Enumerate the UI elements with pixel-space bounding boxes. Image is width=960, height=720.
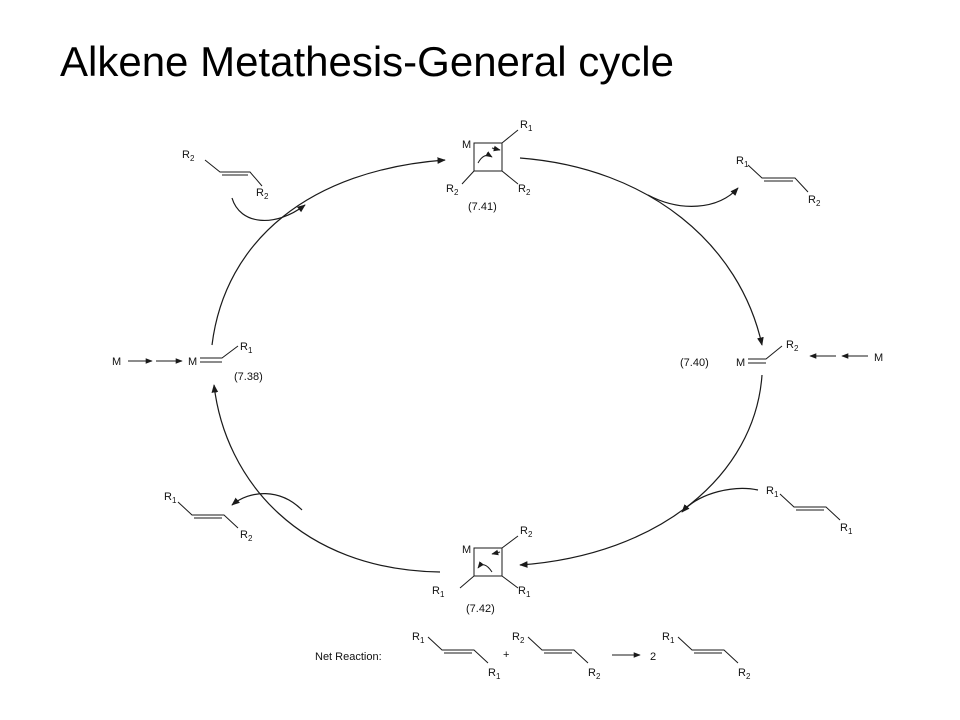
r-label: R — [446, 183, 454, 195]
side-arrows — [231, 187, 759, 513]
sub-label: 1 — [526, 590, 531, 599]
compound-number-738: (7.38) — [234, 371, 263, 383]
sub-label: 2 — [794, 344, 799, 353]
sub-label: 1 — [248, 346, 253, 355]
r-label: R — [766, 485, 774, 497]
alkene-out-top-arrow — [647, 187, 739, 207]
metal-label: M — [462, 544, 471, 556]
alkene-in-bottom-arrow — [681, 487, 759, 513]
sub-label: 1 — [774, 490, 779, 499]
sub-label: 2 — [190, 154, 195, 163]
sub-label: 2 — [528, 530, 533, 539]
sub-label: 1 — [848, 527, 853, 536]
r-label: R — [256, 187, 264, 199]
carbene-738: M M R 1 (7.38) — [112, 341, 263, 383]
r-label: R — [240, 341, 248, 353]
r-label: R — [840, 522, 848, 534]
r-label: R — [520, 119, 528, 131]
metallacyclobutane-741: M R 1 R 2 R 2 (7.41) — [446, 119, 533, 213]
coefficient: 2 — [650, 651, 656, 663]
metal-label: M — [736, 357, 745, 369]
metal-label: M — [112, 356, 121, 368]
sub-label: 1 — [744, 160, 749, 169]
r-label: R — [588, 667, 596, 679]
metal-label: M — [874, 352, 883, 364]
r-label: R — [518, 183, 526, 195]
alkene-r1-r2-bottom-left: R 1 R 2 — [164, 491, 253, 543]
net-reaction: Net Reaction: R 1 R 1 + R 2 R 2 2 R 1 R … — [315, 631, 751, 681]
r-label: R — [786, 339, 794, 351]
r-label: R — [164, 491, 172, 503]
r-label: R — [520, 525, 528, 537]
r-label: R — [488, 667, 496, 679]
slide-title: Alkene Metathesis-General cycle — [60, 38, 674, 85]
r-label: R — [432, 585, 440, 597]
r-label: R — [738, 667, 746, 679]
sub-label: 1 — [528, 124, 533, 133]
r-label: R — [512, 631, 520, 643]
sub-label: 2 — [596, 672, 601, 681]
compound-number-740: (7.40) — [680, 357, 709, 369]
metal-label: M — [462, 139, 471, 151]
r-label: R — [808, 194, 816, 206]
arc-741-to-740 — [519, 157, 764, 346]
sub-label: 1 — [420, 636, 425, 645]
r-label: R — [662, 631, 670, 643]
arc-738-to-741 — [211, 157, 446, 346]
sub-label: 2 — [526, 188, 531, 197]
sub-label: 2 — [248, 534, 253, 543]
sub-label: 2 — [454, 188, 459, 197]
r-label: R — [240, 529, 248, 541]
sub-label: 2 — [816, 199, 821, 208]
alkene-r1-r2-top-right: R 1 R 2 — [736, 155, 821, 208]
metal-label: M — [188, 356, 197, 368]
r-label: R — [182, 149, 190, 161]
net-reaction-label: Net Reaction: — [315, 651, 382, 663]
sub-label: 1 — [496, 672, 501, 681]
sub-label: 1 — [440, 590, 445, 599]
arc-742-to-738 — [211, 384, 441, 573]
plus-sign: + — [503, 649, 509, 661]
carbene-740: (7.40) M R 2 M — [680, 339, 883, 369]
sub-label: 2 — [264, 192, 269, 201]
sub-label: 1 — [172, 496, 177, 505]
metallacyclobutane-742: M R 2 R 1 R 1 (7.42) — [432, 525, 533, 615]
sub-label: 2 — [746, 672, 751, 681]
r-label: R — [736, 155, 744, 167]
arc-740-to-742 — [519, 374, 763, 568]
sub-label: 1 — [670, 636, 675, 645]
alkene-out-bottom-arrow — [231, 493, 303, 511]
compound-number-742: (7.42) — [466, 603, 495, 615]
alkene-r1-r1-bottom-right: R 1 R 1 — [766, 485, 853, 536]
alkene-r2-r2-top-left: R 2 R 2 — [182, 149, 269, 201]
alkene-in-top-arrow — [231, 197, 306, 222]
sub-label: 2 — [520, 636, 525, 645]
r-label: R — [412, 631, 420, 643]
r-label: R — [518, 585, 526, 597]
compound-number-741: (7.41) — [468, 201, 497, 213]
